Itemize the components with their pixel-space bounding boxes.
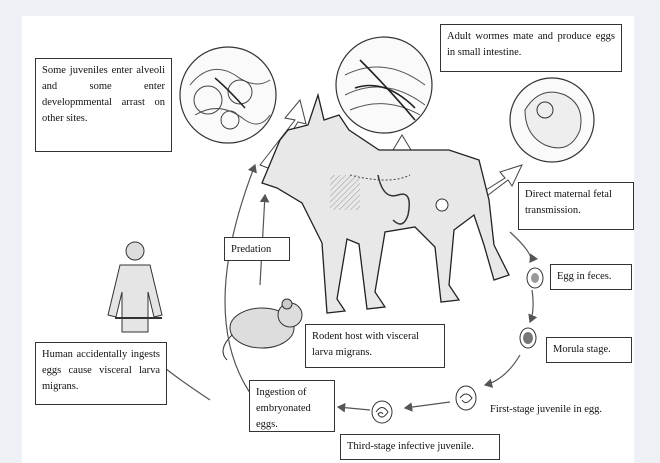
label-predation: Predation: [224, 237, 290, 261]
third-stage-juvenile-icon: [372, 401, 392, 423]
arrow-to-morula: [530, 290, 533, 322]
arrow-ingestion-to-dog: [225, 165, 255, 400]
label-human-ingests: Human accidentally ingests eggs cause vi…: [35, 342, 167, 405]
label-third-stage: Third-stage infective juvenile.: [340, 434, 500, 460]
first-stage-egg-icon: [456, 386, 476, 410]
morula-egg-icon: [520, 328, 536, 348]
lung-alveoli-inset-icon: [180, 47, 276, 143]
label-juveniles-alveoli: Some juveniles enter alveoli and some en…: [35, 58, 172, 152]
label-ingestion-embryonated: Ingestion of embryonated eggs.: [249, 380, 335, 432]
fetus-uterus-inset-icon: [510, 78, 594, 162]
egg-feces-icon: [527, 268, 543, 288]
arrow-to-egg-feces: [510, 232, 531, 262]
arrow-to-first-stage: [485, 355, 520, 385]
arrow-to-third-stage: [405, 402, 450, 408]
label-morula-stage: Morula stage.: [546, 337, 632, 363]
label-adult-worms: Adult wormes mate and produce eggs in sm…: [440, 24, 622, 72]
arrow-to-ingestion: [338, 407, 370, 410]
rodent-icon: [223, 299, 302, 360]
label-maternal-fetal: Direct maternal fetal transmission.: [518, 182, 634, 230]
label-egg-in-feces: Egg in feces.: [550, 264, 632, 290]
label-rodent-host: Rodent host with visceral larva migrans.: [305, 324, 445, 368]
intestine-worms-inset-icon: [336, 37, 432, 133]
label-first-stage: First-stage juvenile in egg.: [484, 398, 632, 424]
human-figure-icon: [108, 242, 162, 332]
